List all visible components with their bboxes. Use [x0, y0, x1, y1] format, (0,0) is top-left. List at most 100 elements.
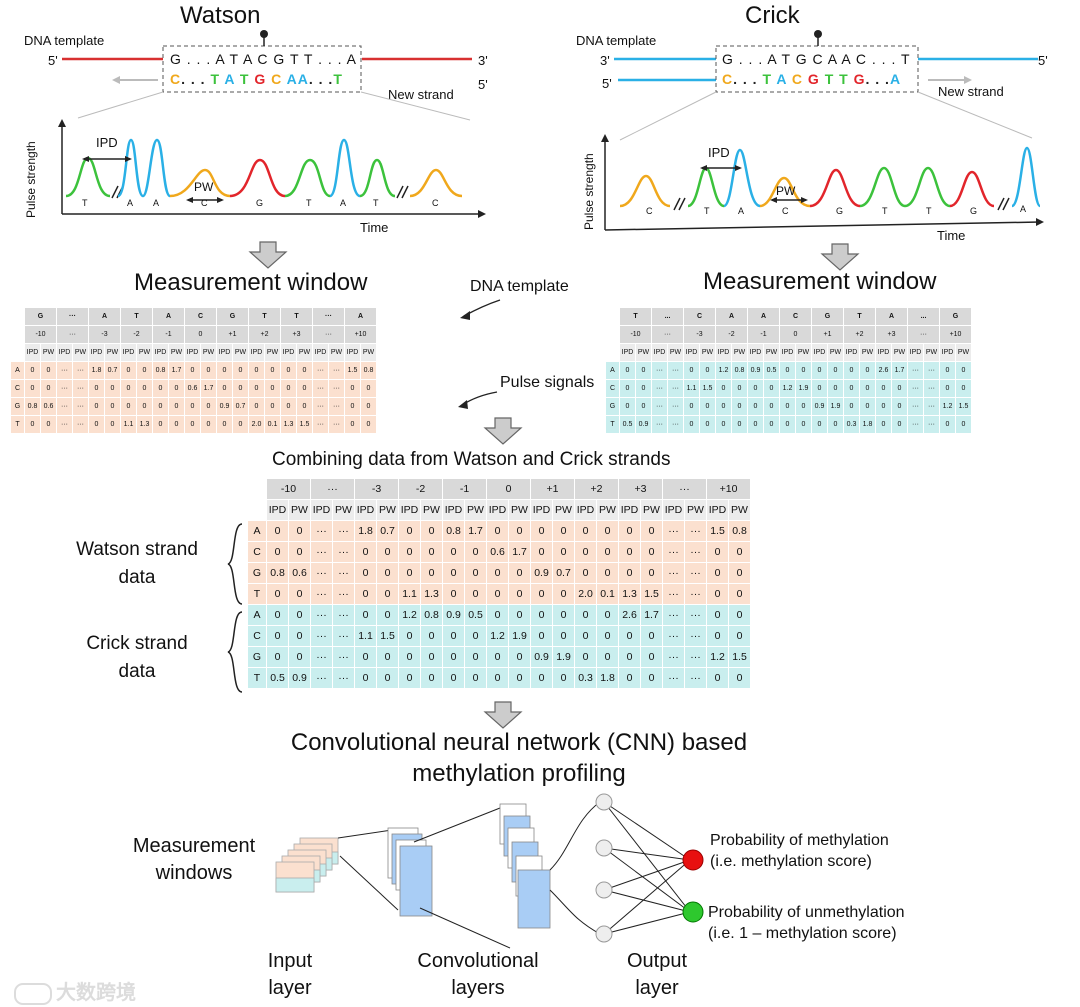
table-cell: 0.6: [40, 397, 57, 416]
table-cell: 0: [811, 361, 828, 380]
table-cell: 0: [266, 583, 289, 605]
header-position-cell: 0: [184, 325, 217, 344]
table-cell: 0.5: [619, 415, 636, 434]
header-base-cell: A: [715, 307, 748, 326]
table-cell: ···: [56, 415, 73, 434]
table-cell: 0: [152, 415, 169, 434]
table-cell: ···: [310, 562, 333, 584]
table-cell: 0: [728, 541, 751, 563]
table-cell: 0: [40, 361, 57, 380]
table-cell: 0: [266, 625, 289, 647]
table-cell: 0: [596, 541, 619, 563]
watson-5prime-new: 5': [478, 77, 488, 92]
table-cell: 1.7: [200, 379, 217, 398]
header-base-cell: A: [152, 307, 185, 326]
watson-ipd-label: IPD: [96, 135, 118, 150]
table-cell: 0: [420, 646, 443, 668]
peak-label: T: [926, 206, 932, 216]
header-base-cell: A: [88, 307, 121, 326]
pw-header-cell: PW: [464, 499, 487, 521]
table-cell: 0: [574, 625, 597, 647]
table-cell: ···: [72, 397, 89, 416]
peak-label: C: [201, 198, 208, 208]
table-cell: 1.7: [640, 604, 663, 626]
table-cell: 0: [683, 361, 700, 380]
table-cell: ···: [662, 583, 685, 605]
table-cell: 0: [354, 646, 377, 668]
table-cell: 0: [779, 361, 796, 380]
pw-header-cell: PW: [136, 343, 153, 362]
row-base-label: G: [605, 397, 620, 416]
header-base-cell: A: [344, 307, 377, 326]
pw-header-cell: PW: [731, 343, 748, 362]
table-cell: 0: [699, 415, 716, 434]
ipd-header-cell: IPD: [354, 499, 377, 521]
table-cell: 0: [360, 397, 377, 416]
header-blank: [247, 478, 267, 500]
table-cell: 0: [184, 361, 201, 380]
header-position-cell: -1: [442, 478, 487, 500]
table-cell: ···: [310, 520, 333, 542]
table-cell: 0: [763, 379, 780, 398]
table-cell: 0: [376, 604, 399, 626]
header-position-cell: ···: [907, 325, 940, 344]
ipd-header-cell: IPD: [843, 343, 860, 362]
header-position-cell: +3: [875, 325, 908, 344]
pw-header-cell: PW: [332, 499, 355, 521]
table-cell: ···: [332, 562, 355, 584]
table-cell: 0: [715, 379, 732, 398]
header-base-cell: G: [939, 307, 972, 326]
table-cell: 0: [88, 379, 105, 398]
pw-header-cell: PW: [923, 343, 940, 362]
crick-ylabel: Pulse strength: [582, 153, 596, 230]
pw-header-cell: PW: [684, 499, 707, 521]
table-cell: ···: [310, 625, 333, 647]
pw-header-cell: PW: [795, 343, 812, 362]
crick-title: Crick: [745, 2, 800, 29]
table-cell: 1.2: [779, 379, 796, 398]
crick-ipd-label: IPD: [708, 145, 730, 160]
table-cell: ···: [651, 397, 668, 416]
table-cell: 0: [618, 646, 641, 668]
table-cell: 0.8: [360, 361, 377, 380]
table-cell: 0: [530, 520, 553, 542]
ipd-header-cell: IPD: [248, 343, 265, 362]
crick-new-seq: C. . . T A C G T T G. . .A: [722, 71, 902, 87]
ipd-header-cell: IPD: [574, 499, 597, 521]
header-position-cell: -3: [354, 478, 399, 500]
watson-xlabel: Time: [360, 220, 389, 235]
table-cell: ···: [684, 646, 707, 668]
ipd-header-cell: IPD: [152, 343, 169, 362]
table-cell: 0: [88, 415, 105, 434]
table-cell: 0: [574, 520, 597, 542]
pw-header-cell: PW: [232, 343, 249, 362]
header-position-cell: -10: [24, 325, 57, 344]
watson-3prime: 3': [478, 53, 488, 68]
table-cell: ···: [328, 361, 345, 380]
table-cell: 0: [360, 379, 377, 398]
table-cell: 1.8: [354, 520, 377, 542]
table-cell: 0: [508, 520, 531, 542]
table-cell: 0.9: [747, 361, 764, 380]
combining-title: Combining data from Watson and Crick str…: [272, 449, 671, 470]
table-cell: 0: [827, 415, 844, 434]
table-cell: 0: [795, 397, 812, 416]
table-cell: 0: [811, 415, 828, 434]
table-cell: 0: [779, 397, 796, 416]
peak-label: G: [256, 198, 264, 208]
table-cell: 1.2: [398, 604, 421, 626]
table-cell: 0: [574, 562, 597, 584]
table-cell: 0: [288, 625, 311, 647]
table-cell: 0: [552, 604, 575, 626]
ipd-header-cell: IPD: [310, 499, 333, 521]
table-cell: ···: [684, 625, 707, 647]
table-cell: 0: [232, 361, 249, 380]
row-base-label: T: [247, 583, 267, 605]
header-position-cell: -10: [266, 478, 311, 500]
header-base-cell: G: [811, 307, 844, 326]
